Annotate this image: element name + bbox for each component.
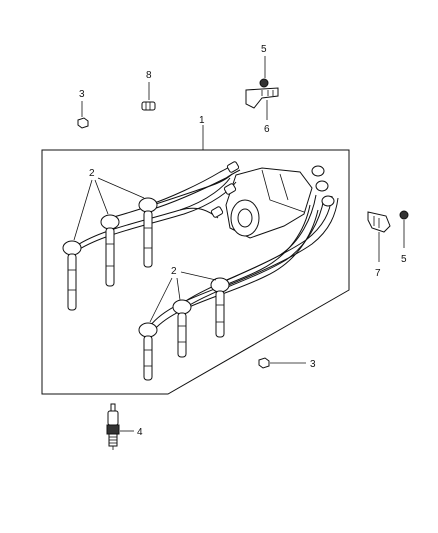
callout-3-bottom: 3 — [310, 359, 316, 370]
bolt-part-5-right — [399, 210, 409, 220]
distributor-cap — [225, 167, 313, 239]
callout-1: 1 — [199, 115, 205, 126]
spark-plug-boot-5 — [172, 299, 192, 358]
wire-bracket-part-6 — [245, 87, 279, 109]
bolt-part-5-top — [259, 78, 269, 88]
callout-2-lower-leader-b — [176, 277, 181, 301]
callout-5-top: 5 — [261, 44, 267, 55]
nut-part-3-top — [77, 117, 89, 129]
callout-2-upper-leader-c — [97, 177, 145, 199]
callout-2-lower: 2 — [171, 266, 177, 277]
spark-plug-boot-1 — [62, 240, 82, 311]
callout-8: 8 — [146, 70, 152, 81]
callout-2-upper-leader-a — [73, 179, 93, 241]
callout-7: 7 — [375, 268, 381, 279]
wire-set-outline — [41, 149, 350, 395]
callout-2-lower-leader-a — [149, 277, 173, 323]
spark-plug-boot-4 — [138, 322, 158, 381]
callout-3-top: 3 — [79, 89, 85, 100]
spark-plug-boot-6 — [210, 277, 230, 338]
wire-clip-part-8 — [141, 101, 156, 111]
spark-plug-boot-2 — [100, 214, 120, 287]
callout-4: 4 — [137, 427, 143, 438]
callout-2-lower-leader-c — [180, 271, 217, 281]
callout-5-right: 5 — [401, 254, 407, 265]
spark-plug-boot-3 — [138, 197, 158, 268]
upper-wire-bundle — [75, 161, 241, 251]
wire-bracket-part-7 — [367, 211, 391, 233]
callout-6: 6 — [264, 124, 270, 135]
callout-2-upper: 2 — [89, 168, 95, 179]
callout-2-upper-leader-b — [94, 179, 109, 215]
spark-plug-part-4 — [106, 403, 120, 450]
nut-part-3-bottom — [258, 357, 270, 369]
